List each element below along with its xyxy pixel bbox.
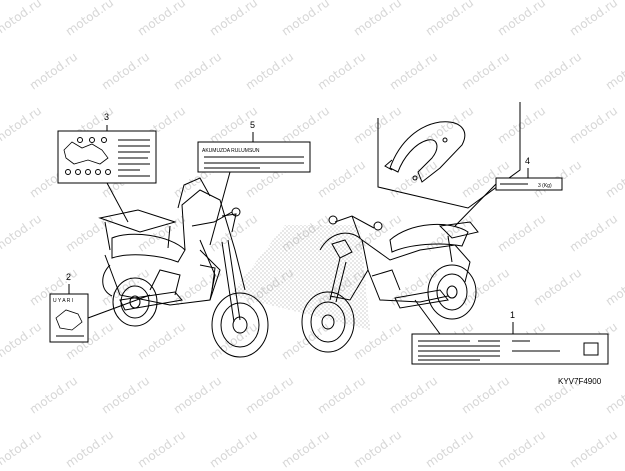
scooter-left-front-wheel bbox=[211, 292, 269, 358]
scooter-left-rear-wheel bbox=[112, 277, 158, 327]
scooter-right bbox=[301, 215, 479, 353]
label-5 bbox=[197, 141, 311, 173]
callout-2: 2 bbox=[66, 272, 71, 282]
callout-4: 4 bbox=[525, 156, 530, 166]
halftone-wedge bbox=[230, 225, 370, 330]
callout-5: 5 bbox=[250, 120, 255, 130]
label-5-header: AKUMUZDA RULUMSUN bbox=[202, 148, 260, 154]
label-4-text: 3 (Kg) bbox=[538, 183, 552, 189]
scooter-right-front-wheel bbox=[301, 291, 355, 353]
label-4 bbox=[495, 177, 563, 191]
detail-frame bbox=[377, 102, 521, 209]
seat-cowl-detail bbox=[377, 102, 521, 209]
scooter-left bbox=[98, 177, 269, 358]
label-3 bbox=[57, 130, 157, 184]
callout-1: 1 bbox=[510, 310, 515, 320]
scooter-right-rear-wheel bbox=[427, 264, 477, 320]
label-2-header: U Y A R I bbox=[53, 298, 73, 304]
callout-3: 3 bbox=[104, 112, 109, 122]
label-1 bbox=[411, 333, 609, 365]
part-code: KYV7F4900 bbox=[558, 377, 602, 386]
